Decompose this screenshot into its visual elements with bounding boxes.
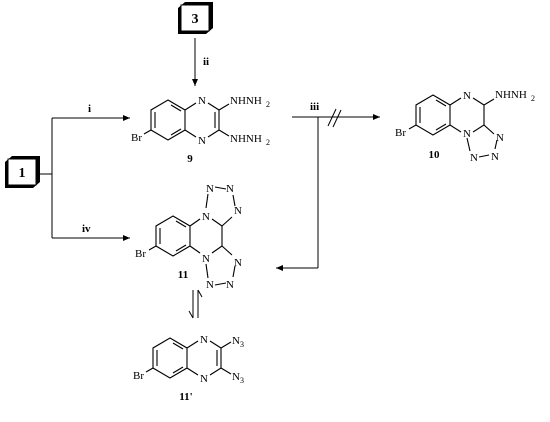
atom-n: N [198, 135, 206, 147]
group-n: N [232, 371, 240, 383]
reagent-i: i [88, 103, 91, 115]
subscript-2: 2 [531, 94, 535, 103]
compound-label-11: 11 [178, 269, 188, 281]
start-box-1: 1 [5, 156, 40, 188]
compound-label-10: 10 [429, 149, 441, 161]
atom-n: N [206, 183, 214, 195]
atom-n: N [234, 205, 242, 217]
compound-10: N N N N N Br NHNH 2 10 [395, 89, 535, 164]
arrow-iii: iii [276, 101, 380, 271]
atom-n: N [226, 183, 234, 195]
atom-n: N [202, 211, 210, 223]
group-nhnh: NHNH [230, 133, 262, 145]
atom-n: N [491, 151, 499, 163]
atom-br: Br [133, 370, 144, 382]
atom-n: N [496, 132, 504, 144]
arrow-ii: ii [192, 38, 209, 86]
compound-11: N N N N N N N N Br 11 [135, 183, 242, 291]
group-nhnh: NHNH [495, 89, 527, 101]
atom-n: N [200, 373, 208, 385]
subscript-3: 3 [240, 376, 244, 385]
reagent-ii: ii [203, 56, 209, 68]
atom-n: N [200, 334, 208, 346]
compound-11-prime: N N Br N 3 N 3 11' [133, 334, 244, 403]
group-n: N [232, 335, 240, 347]
branch-from-1: i iv [40, 103, 130, 241]
atom-n: N [234, 257, 242, 269]
atom-n: N [463, 128, 471, 140]
atom-n: N [198, 95, 206, 107]
equilibrium-arrows [188, 289, 203, 319]
start-label-1: 1 [19, 166, 26, 181]
atom-n: N [463, 90, 471, 102]
reagent-iv: iv [82, 223, 91, 235]
compound-label-11-prime: 11' [179, 391, 192, 403]
atom-n: N [226, 279, 234, 291]
atom-n: N [202, 253, 210, 265]
atom-br: Br [131, 132, 142, 144]
subscript-2: 2 [266, 138, 270, 147]
atom-br: Br [395, 127, 406, 139]
start-box-3: 3 [178, 2, 213, 34]
atom-n: N [470, 152, 478, 164]
atom-n: N [206, 279, 214, 291]
compound-9: N N Br NHNH 2 NHNH 2 9 [131, 95, 270, 165]
atom-br: Br [135, 248, 146, 260]
compound-label-9: 9 [187, 153, 193, 165]
group-nhnh: NHNH [230, 95, 262, 107]
start-label-3: 3 [192, 12, 199, 27]
subscript-3: 3 [240, 340, 244, 349]
reagent-iii: iii [310, 101, 319, 113]
subscript-2: 2 [266, 100, 270, 109]
